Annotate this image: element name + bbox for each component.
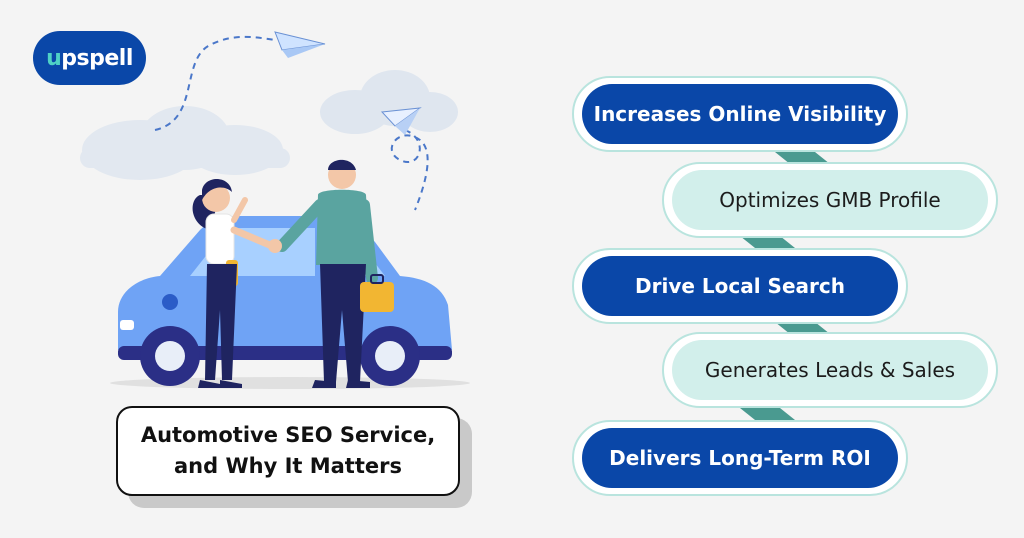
step-3-label: Drive Local Search	[635, 274, 845, 298]
caption-line-1: Automotive SEO Service,	[140, 423, 436, 447]
step-1-label: Increases Online Visibility	[593, 102, 887, 126]
caption-card: Automotive SEO Service, and Why It Matte…	[116, 406, 460, 496]
step-3-pill: Drive Local Search	[582, 256, 898, 316]
step-4-label: Generates Leads & Sales	[704, 358, 956, 382]
paper-plane-icon	[380, 107, 422, 135]
cloud-right	[320, 70, 458, 134]
step-1-pill: Increases Online Visibility	[582, 84, 898, 144]
cloud-left	[80, 106, 290, 180]
benefits-flow: Increases Online Visibility Optimizes GM…	[560, 70, 1010, 510]
step-2-pill: Optimizes GMB Profile	[672, 170, 988, 230]
caption-line-2: and Why It Matters	[174, 454, 402, 478]
step-5-label: Delivers Long-Term ROI	[609, 446, 871, 470]
step-5-pill: Delivers Long-Term ROI	[582, 428, 898, 488]
handshake-car-illustration	[80, 31, 470, 389]
dashed-flight-path-right	[390, 129, 429, 211]
paper-plane-icon	[274, 31, 326, 58]
dashed-flight-path-top	[154, 35, 276, 131]
woman-figure	[192, 178, 276, 388]
logo-text: pspell	[61, 45, 133, 71]
step-2-label: Optimizes GMB Profile	[719, 188, 941, 212]
man-figure	[268, 159, 394, 388]
logo-accent-glyph: u	[46, 45, 62, 71]
step-4-pill: Generates Leads & Sales	[672, 340, 988, 400]
